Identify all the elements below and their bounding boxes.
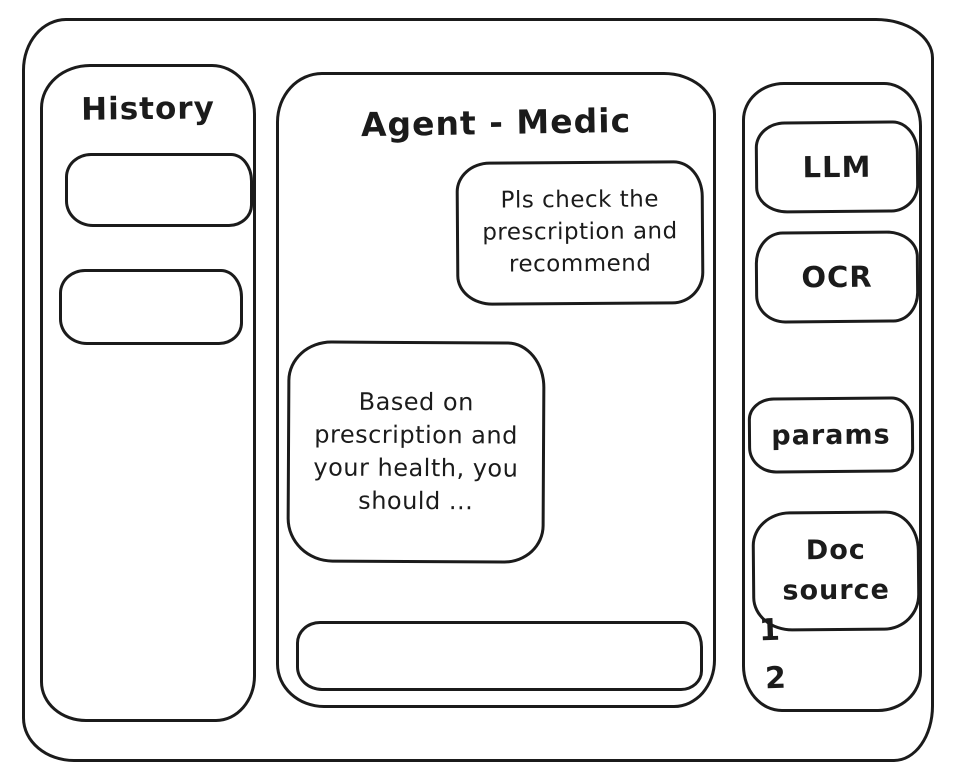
ocr-button[interactable]: OCR (754, 230, 920, 324)
params-button[interactable]: params (747, 396, 915, 474)
chat-input[interactable] (296, 621, 703, 691)
history-item[interactable] (59, 269, 243, 345)
assistant-message-bubble: Based on prescription and your health, y… (286, 340, 546, 564)
history-sidebar: History (40, 64, 256, 722)
llm-button[interactable]: LLM (754, 120, 920, 214)
user-message-bubble: Pls check the prescription and recommend (455, 160, 705, 306)
history-title: History (80, 90, 215, 128)
chat-panel: Agent - Medic Pls check the prescription… (276, 72, 716, 708)
tools-sidebar: LLM OCR params Doc source 1 2 (742, 82, 922, 712)
doc-source-item[interactable]: 1 (758, 612, 781, 649)
chat-title: Agent - Medic (360, 100, 632, 145)
history-item[interactable] (65, 153, 253, 227)
doc-source-item[interactable]: 2 (764, 660, 787, 697)
